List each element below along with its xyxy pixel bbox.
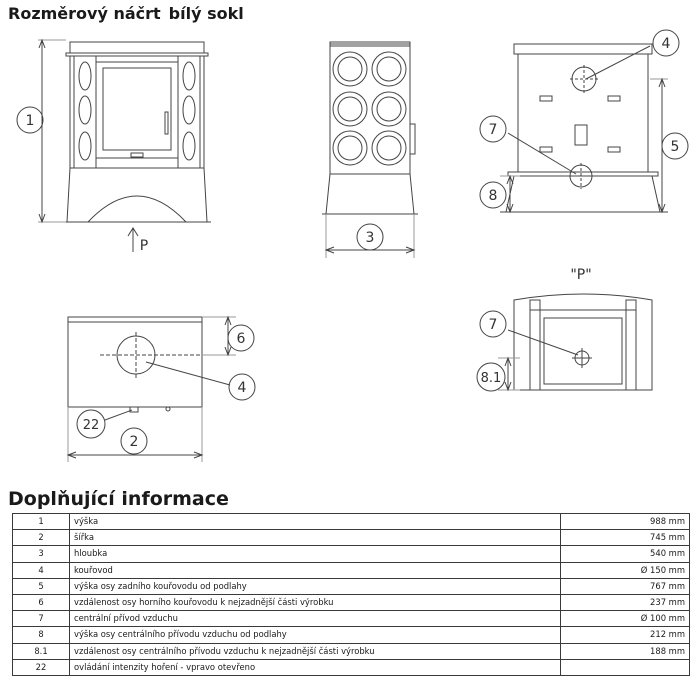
page-title: Rozměrový náčrt bílý sokl: [8, 4, 244, 23]
row-label: vzdálenost osy horního kouřovodu k nejza…: [69, 593, 561, 612]
row-number: 1: [12, 512, 70, 531]
callout-circle: [476, 362, 506, 392]
row-value: 188 mm: [560, 642, 690, 660]
callout-rear-flue-height: 5: [671, 139, 680, 155]
dimension-sketch: 1 3 4 7 5 8 6 4 22 2 7 8.1 "P" P: [16, 29, 689, 462]
callout-front-height: 1: [26, 113, 35, 129]
row-value: [560, 658, 690, 676]
callout-circle: [356, 223, 384, 251]
front-view: [38, 38, 211, 252]
row-value: Ø 100 mm: [560, 610, 690, 628]
info-title: Doplňující informace: [8, 488, 229, 510]
row-number: 2: [12, 529, 70, 547]
callout-circle: [16, 106, 44, 134]
callout-top-control: 22: [83, 418, 100, 433]
callout-circle: [652, 29, 680, 57]
row-label: centrální přívod vzduchu: [69, 610, 561, 628]
row-number: 8.1: [12, 642, 70, 660]
callout-top-flue: 4: [238, 380, 247, 396]
callout-circle: [228, 373, 256, 401]
callout-rear-air-height: 8: [489, 188, 498, 204]
callout-top-flue-distance: 6: [237, 331, 246, 347]
row-number: 7: [12, 610, 70, 628]
callout-top-width: 2: [130, 434, 139, 450]
rear-view: [500, 43, 668, 214]
callout-circle: [479, 181, 507, 209]
row-label: výška osy centrálního přívodu vzduchu od…: [69, 626, 561, 644]
row-number: 8: [12, 626, 70, 644]
side-view: [322, 41, 418, 258]
row-label: kouřovod: [69, 561, 561, 579]
row-value: 212 mm: [560, 626, 690, 644]
row-value: 767 mm: [560, 577, 690, 595]
row-label: šířka: [69, 529, 561, 547]
row-number: 3: [12, 545, 70, 563]
row-number: 6: [12, 593, 70, 612]
row-number: 5: [12, 577, 70, 595]
title-text: Rozměrový náčrt: [8, 4, 161, 23]
callout-view-air-inlet: 7: [489, 317, 498, 333]
row-label: vzdálenost osy centrálního přívodu vzduc…: [69, 642, 561, 660]
row-label: ovládání intenzity hoření - vpravo otevř…: [69, 658, 561, 676]
row-label: výška osy zadního kouřovodu od podlahy: [69, 577, 561, 595]
callout-side-depth: 3: [366, 230, 375, 246]
callout-circle: [479, 310, 507, 338]
row-value: 988 mm: [560, 512, 690, 531]
callout-circle: [120, 427, 148, 455]
row-value: 745 mm: [560, 529, 690, 547]
view-p-label: "P": [570, 267, 591, 283]
callout-circle: [479, 115, 507, 143]
title-subtitle: bílý sokl: [168, 4, 244, 23]
view-p: [498, 293, 653, 392]
row-number: 4: [12, 561, 70, 579]
callout-circle: [227, 324, 255, 352]
row-value: 237 mm: [560, 593, 690, 612]
arrow-p-label: P: [140, 238, 148, 254]
row-label: výška: [69, 512, 561, 531]
callout-rear-flue: 4: [662, 36, 671, 52]
callout-circle: [76, 409, 106, 439]
row-label: hloubka: [69, 545, 561, 563]
top-view: [66, 315, 236, 462]
callout-rear-air-inlet: 7: [489, 122, 498, 138]
row-value: 540 mm: [560, 545, 690, 563]
row-number: 22: [12, 658, 70, 676]
callout-view-air-distance: 8.1: [481, 371, 502, 386]
row-value: Ø 150 mm: [560, 561, 690, 579]
callout-circle: [661, 132, 689, 160]
